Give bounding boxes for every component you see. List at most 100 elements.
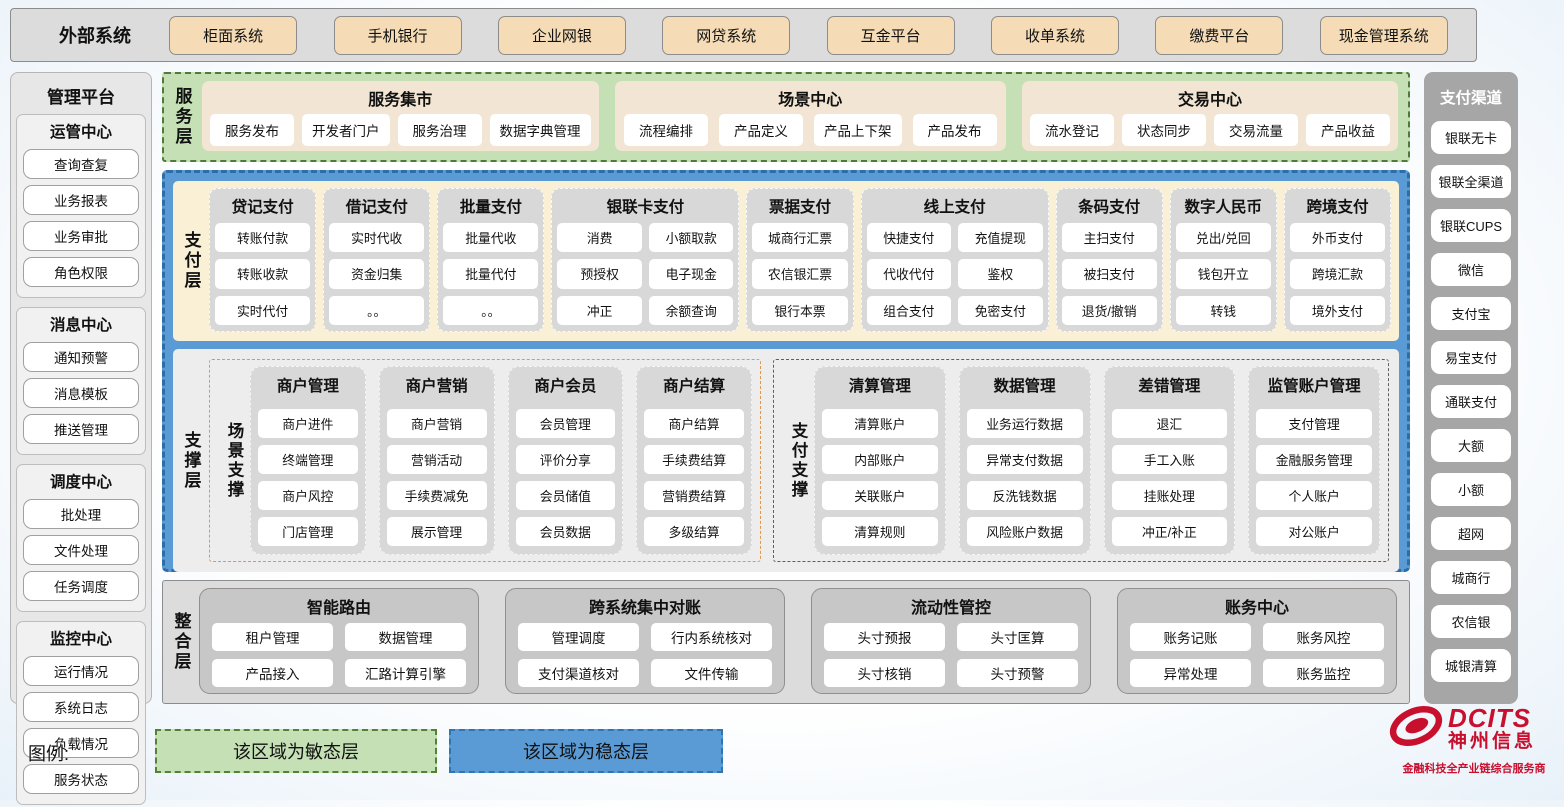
service-item-button[interactable]: 服务发布 xyxy=(210,114,294,146)
integration-item-button[interactable]: 管理调度 xyxy=(518,623,639,651)
integration-item-button[interactable]: 产品接入 xyxy=(212,659,333,687)
service-item-button[interactable]: 数据字典管理 xyxy=(489,114,591,146)
payment-item-button[interactable]: 境外支付 xyxy=(1289,295,1386,325)
payment-item-button[interactable]: 兑出/兑回 xyxy=(1175,223,1271,253)
channel-item-button[interactable]: 微信 xyxy=(1431,253,1511,286)
external-system-button[interactable]: 互金平台 xyxy=(826,15,955,55)
support-item-button[interactable]: 冲正/补正 xyxy=(1111,517,1228,546)
support-item-button[interactable]: 商户结算 xyxy=(644,409,744,438)
management-item-button[interactable]: 查询查复 xyxy=(23,149,139,179)
service-item-button[interactable]: 产品收益 xyxy=(1306,114,1390,146)
payment-item-button[interactable]: 资金归集 xyxy=(329,259,425,289)
support-item-button[interactable]: 退汇 xyxy=(1111,409,1228,438)
support-item-button[interactable]: 门店管理 xyxy=(258,517,358,546)
management-item-button[interactable]: 系统日志 xyxy=(23,692,139,722)
external-system-button[interactable]: 手机银行 xyxy=(333,15,462,55)
support-item-button[interactable]: 业务运行数据 xyxy=(966,409,1083,438)
payment-item-button[interactable]: 钱包开立 xyxy=(1175,259,1271,289)
management-item-button[interactable]: 推送管理 xyxy=(23,414,139,444)
support-item-button[interactable]: 内部账户 xyxy=(821,445,938,474)
management-item-button[interactable]: 服务状态 xyxy=(23,764,139,794)
integration-item-button[interactable]: 头寸预报 xyxy=(824,623,945,651)
support-item-button[interactable]: 商户进件 xyxy=(258,409,358,438)
external-system-button[interactable]: 企业网银 xyxy=(497,15,626,55)
integration-item-button[interactable]: 账务风控 xyxy=(1263,623,1384,651)
payment-item-button[interactable]: 退货/撤销 xyxy=(1061,295,1157,325)
management-item-button[interactable]: 负载情况 xyxy=(23,728,139,758)
channel-item-button[interactable]: 大额 xyxy=(1431,429,1511,462)
support-item-button[interactable]: 手续费结算 xyxy=(644,445,744,474)
support-item-button[interactable]: 清算账户 xyxy=(821,409,938,438)
payment-item-button[interactable]: 小额取款 xyxy=(648,223,734,253)
external-system-button[interactable]: 现金管理系统 xyxy=(1319,15,1448,55)
support-item-button[interactable]: 清算规则 xyxy=(821,517,938,546)
channel-item-button[interactable]: 超网 xyxy=(1431,517,1511,550)
channel-item-button[interactable]: 城商行 xyxy=(1431,561,1511,594)
service-item-button[interactable]: 产品定义 xyxy=(719,114,803,146)
support-item-button[interactable]: 会员数据 xyxy=(515,517,616,546)
external-system-button[interactable]: 收单系统 xyxy=(991,15,1120,55)
integration-item-button[interactable]: 异常处理 xyxy=(1130,659,1251,687)
service-item-button[interactable]: 开发者门户 xyxy=(302,114,390,146)
integration-item-button[interactable]: 文件传输 xyxy=(651,659,772,687)
support-item-button[interactable]: 支付管理 xyxy=(1256,409,1373,438)
management-item-button[interactable]: 业务审批 xyxy=(23,221,139,251)
support-item-button[interactable]: 会员储值 xyxy=(515,481,616,510)
channel-item-button[interactable]: 城银清算 xyxy=(1431,649,1511,682)
support-item-button[interactable]: 评价分享 xyxy=(515,445,616,474)
payment-item-button[interactable]: 跨境汇款 xyxy=(1289,259,1386,289)
support-item-button[interactable]: 终端管理 xyxy=(258,445,358,474)
support-item-button[interactable]: 会员管理 xyxy=(515,409,616,438)
integration-item-button[interactable]: 账务监控 xyxy=(1263,659,1384,687)
support-item-button[interactable]: 风险账户数据 xyxy=(966,517,1083,546)
management-item-button[interactable]: 任务调度 xyxy=(23,571,139,601)
payment-item-button[interactable]: 实时代收 xyxy=(329,223,425,253)
payment-item-button[interactable]: 转账付款 xyxy=(215,223,311,253)
support-item-button[interactable]: 金融服务管理 xyxy=(1256,445,1373,474)
service-item-button[interactable]: 交易流量 xyxy=(1214,114,1298,146)
service-item-button[interactable]: 流水登记 xyxy=(1030,114,1114,146)
management-item-button[interactable]: 运行情况 xyxy=(23,656,139,686)
payment-item-button[interactable]: 快捷支付 xyxy=(866,223,952,253)
payment-item-button[interactable]: 农信银汇票 xyxy=(752,259,848,289)
channel-item-button[interactable]: 易宝支付 xyxy=(1431,341,1511,374)
support-item-button[interactable]: 反洗钱数据 xyxy=(966,481,1083,510)
channel-item-button[interactable]: 银联CUPS xyxy=(1431,209,1511,242)
integration-item-button[interactable]: 账务记账 xyxy=(1130,623,1251,651)
service-item-button[interactable]: 流程编排 xyxy=(624,114,708,146)
management-item-button[interactable]: 业务报表 xyxy=(23,185,139,215)
payment-item-button[interactable]: 外币支付 xyxy=(1289,223,1386,253)
payment-item-button[interactable]: 批量代收 xyxy=(443,223,539,253)
payment-item-button[interactable]: 代收代付 xyxy=(866,259,952,289)
support-item-button[interactable]: 多级结算 xyxy=(644,517,744,546)
payment-item-button[interactable]: 组合支付 xyxy=(866,295,952,325)
channel-item-button[interactable]: 银联无卡 xyxy=(1431,121,1511,154)
payment-item-button[interactable]: 被扫支付 xyxy=(1061,259,1157,289)
support-item-button[interactable]: 对公账户 xyxy=(1256,517,1373,546)
payment-item-button[interactable]: 免密支付 xyxy=(958,295,1043,325)
payment-item-button[interactable]: 银行本票 xyxy=(752,295,848,325)
integration-item-button[interactable]: 行内系统核对 xyxy=(651,623,772,651)
channel-item-button[interactable]: 支付宝 xyxy=(1431,297,1511,330)
payment-item-button[interactable]: 实时代付 xyxy=(215,295,311,325)
management-item-button[interactable]: 批处理 xyxy=(23,499,139,529)
support-item-button[interactable]: 挂账处理 xyxy=(1111,481,1228,510)
payment-item-button[interactable]: 转账收款 xyxy=(215,259,311,289)
service-item-button[interactable]: 状态同步 xyxy=(1122,114,1206,146)
service-item-button[interactable]: 产品发布 xyxy=(912,114,997,146)
payment-item-button[interactable]: 主扫支付 xyxy=(1061,223,1157,253)
support-item-button[interactable]: 手工入账 xyxy=(1111,445,1228,474)
external-system-button[interactable]: 柜面系统 xyxy=(169,15,298,55)
channel-item-button[interactable]: 通联支付 xyxy=(1431,385,1511,418)
service-item-button[interactable]: 产品上下架 xyxy=(814,114,902,146)
integration-item-button[interactable]: 租户管理 xyxy=(212,623,333,651)
support-item-button[interactable]: 个人账户 xyxy=(1256,481,1373,510)
channel-item-button[interactable]: 小额 xyxy=(1431,473,1511,506)
integration-item-button[interactable]: 汇路计算引擎 xyxy=(345,659,466,687)
payment-item-button[interactable]: 余额查询 xyxy=(648,295,734,325)
payment-item-button[interactable]: 城商行汇票 xyxy=(752,223,848,253)
payment-item-button[interactable]: 预授权 xyxy=(557,259,642,289)
integration-item-button[interactable]: 支付渠道核对 xyxy=(518,659,639,687)
channel-item-button[interactable]: 银联全渠道 xyxy=(1431,165,1511,198)
support-item-button[interactable]: 商户风控 xyxy=(258,481,358,510)
